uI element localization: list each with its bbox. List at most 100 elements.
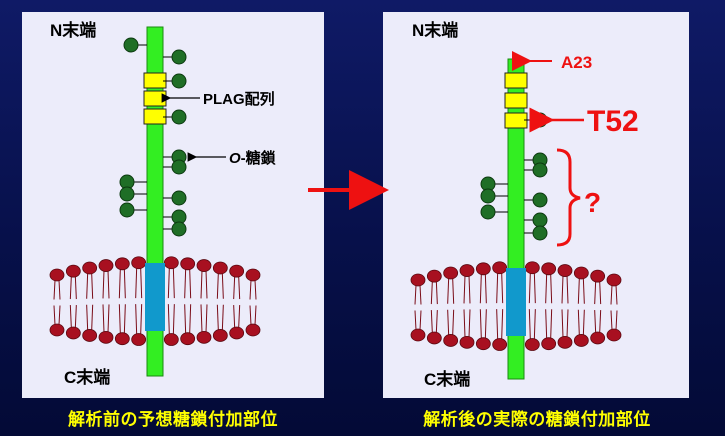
lipid-tail xyxy=(74,305,77,329)
lipid-head xyxy=(541,262,557,276)
left-diagram: N末端 C末端 PLAG配列 O-糖鎖 xyxy=(49,20,277,387)
lipid-head xyxy=(82,261,98,275)
plag-box xyxy=(504,92,528,109)
lipid-tail xyxy=(452,309,455,336)
lipid-tail xyxy=(118,268,121,299)
lipid-tail xyxy=(107,304,110,333)
lipid-head xyxy=(590,269,606,283)
glycan-ball xyxy=(532,212,548,228)
plag-box xyxy=(143,108,167,125)
lipid-tail xyxy=(533,309,536,340)
lipid-tail xyxy=(205,270,208,299)
lipid-tail xyxy=(102,304,105,333)
lipid-tail xyxy=(200,270,203,299)
lipid-tail xyxy=(140,267,143,299)
lipid-tail xyxy=(249,305,252,326)
lipid-tail xyxy=(419,310,422,331)
lipid-tail xyxy=(254,279,257,300)
lipid-head xyxy=(492,261,508,275)
lipid-head xyxy=(475,337,491,351)
lipid-tail xyxy=(610,284,613,305)
lipid-head xyxy=(524,338,540,351)
glycan-ball xyxy=(532,112,548,128)
lipid-tail xyxy=(561,309,564,338)
left-o-glycans xyxy=(119,37,187,237)
glycan-ball xyxy=(171,73,187,89)
lipid-tail xyxy=(221,272,224,299)
lipid-tail xyxy=(249,279,252,300)
lipid-tail xyxy=(167,304,170,335)
lipid-tail xyxy=(172,267,175,299)
lipid-head xyxy=(131,333,147,346)
lipid-tail xyxy=(233,305,236,329)
oglycan-label: O-糖鎖 xyxy=(229,149,277,167)
lipid-tail xyxy=(189,304,192,334)
lipid-tail xyxy=(561,275,564,304)
lipid-head xyxy=(65,326,81,340)
lipid-head xyxy=(606,328,622,342)
lipid-head xyxy=(163,256,179,270)
question-mark: ? xyxy=(584,187,601,218)
glycan-ball xyxy=(171,159,187,175)
lipid-head xyxy=(443,266,459,280)
lipid-head xyxy=(524,261,540,275)
lipid-tail xyxy=(189,268,192,299)
lipid-head xyxy=(475,262,491,276)
glycan-ball xyxy=(532,225,548,241)
lipid-tail xyxy=(118,304,121,334)
lipid-head xyxy=(98,330,114,344)
lipid-tail xyxy=(599,310,602,334)
lipid-tail xyxy=(550,273,553,304)
lipid-head xyxy=(98,259,114,272)
lipid-head xyxy=(459,335,475,349)
lipid-tail xyxy=(610,310,613,331)
lipid-tail xyxy=(254,305,257,326)
left-n-terminal-label: N末端 xyxy=(50,20,96,40)
lipid-tail xyxy=(447,309,450,336)
lipid-tail xyxy=(528,272,531,304)
lipid-head xyxy=(426,331,442,345)
lipid-head xyxy=(492,338,508,351)
lipid-tail xyxy=(184,304,187,334)
lipid-tail xyxy=(86,272,89,299)
lipid-tail xyxy=(102,270,105,299)
lipid-tail xyxy=(599,281,602,305)
lipid-head xyxy=(114,332,130,346)
lipid-tail xyxy=(582,309,585,336)
lipid-head xyxy=(82,329,98,342)
glycan-ball xyxy=(480,204,496,220)
lipid-head xyxy=(245,323,261,337)
lipid-tail xyxy=(447,277,450,304)
lipid-tail xyxy=(123,304,126,334)
lipid-head xyxy=(65,264,81,278)
right-n-terminal-label: N末端 xyxy=(412,20,458,40)
lipid-tail xyxy=(463,275,466,304)
left-caption: 解析前の予想糖鎖付加部位 xyxy=(68,410,278,429)
question-brace xyxy=(556,148,581,247)
glycan-ball xyxy=(171,109,187,125)
lipid-head xyxy=(245,268,261,282)
lipid-tail xyxy=(435,281,438,305)
lipid-tail xyxy=(501,272,504,304)
lipid-head xyxy=(114,257,130,271)
lipid-tail xyxy=(419,284,422,305)
glycan-ball xyxy=(171,49,187,65)
lipid-head xyxy=(49,268,65,282)
lipid-tail xyxy=(545,309,548,339)
plag-box xyxy=(504,72,528,89)
lipid-tail xyxy=(205,304,208,333)
lipid-head xyxy=(557,264,573,277)
lipid-head xyxy=(541,337,557,351)
lipid-tail xyxy=(468,275,471,304)
lipid-head xyxy=(229,326,245,340)
lipid-tail xyxy=(496,309,499,340)
lipid-tail xyxy=(501,309,504,340)
lipid-tail xyxy=(91,272,94,299)
lipid-head xyxy=(196,330,212,344)
glycan-ball xyxy=(480,188,496,204)
lipid-tail xyxy=(452,277,455,304)
lipid-tail xyxy=(594,281,597,305)
lipid-tail xyxy=(594,310,597,334)
